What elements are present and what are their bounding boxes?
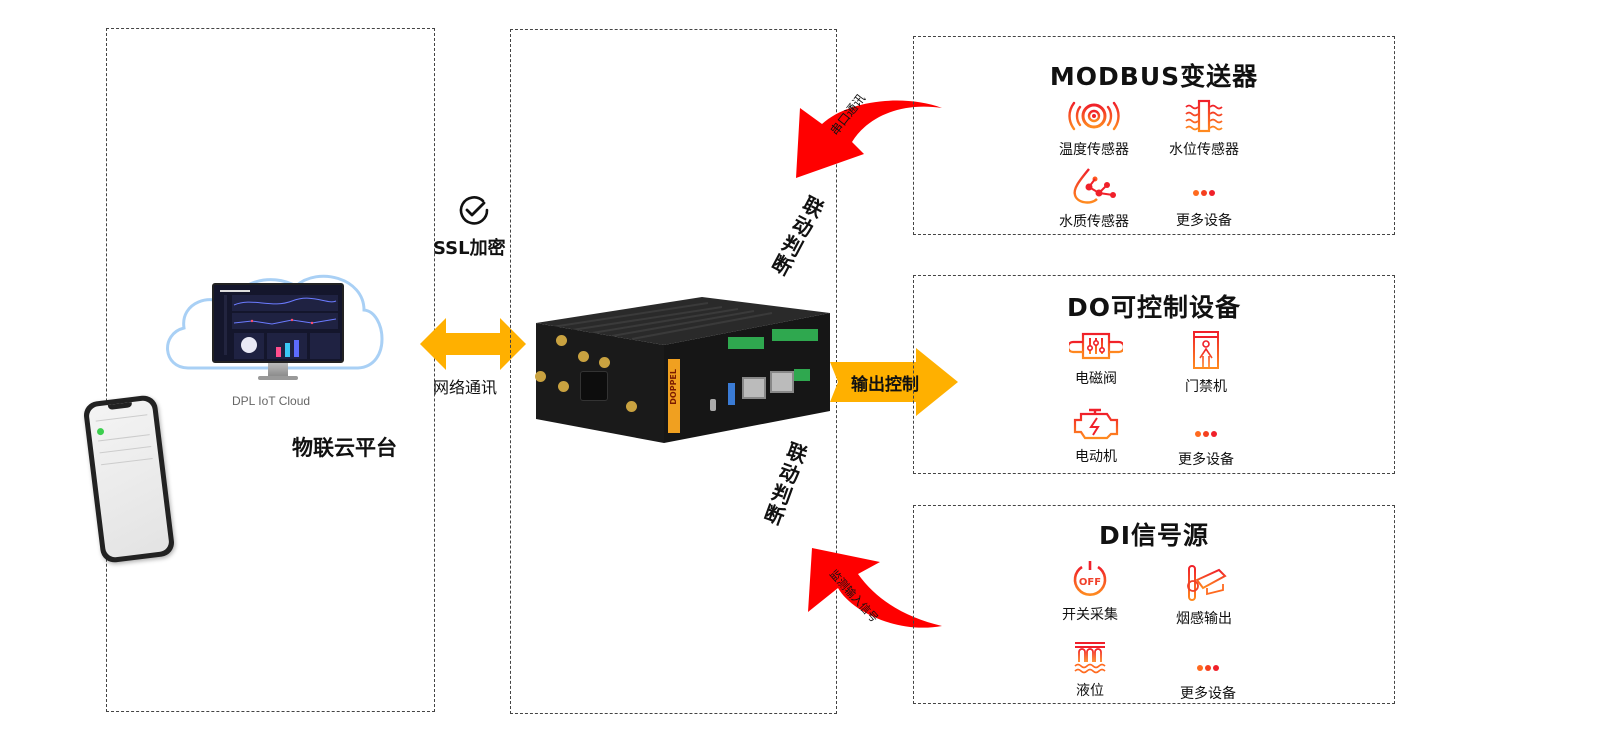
svg-text:OFF: OFF bbox=[1079, 577, 1101, 588]
dashboard-bar-1 bbox=[276, 347, 281, 357]
antenna-connector bbox=[599, 357, 610, 368]
device-item: 电动机 bbox=[1036, 408, 1156, 466]
cloud-platform-panel bbox=[106, 28, 435, 712]
device-label: 开关采集 bbox=[1062, 607, 1118, 623]
group-title: DO可控制设备 bbox=[1066, 293, 1241, 322]
motor-icon bbox=[1073, 408, 1119, 440]
device-item: 更多设备 bbox=[1144, 181, 1264, 230]
dashboard-line-chart-icon bbox=[232, 295, 338, 329]
usb-port bbox=[728, 383, 735, 405]
device-item: 温度传感器 bbox=[1034, 99, 1154, 159]
cloud-outline-icon bbox=[166, 274, 384, 370]
monitor-screen bbox=[212, 283, 344, 363]
device-label: 电磁阀 bbox=[1075, 371, 1117, 387]
gateway-device: DOPPEL bbox=[532, 293, 832, 445]
cloud-caption: DPL IoT Cloud bbox=[232, 394, 311, 408]
monitor-input-arrow bbox=[808, 548, 942, 628]
device-item: 烟感输出 bbox=[1144, 562, 1264, 628]
solenoid-valve-icon bbox=[1066, 332, 1126, 360]
device-item: 门禁机 bbox=[1146, 330, 1266, 396]
device-label: 更多设备 bbox=[1176, 213, 1232, 229]
di-signal-source-panel: DI信号源 OFF 开关采集 烟感输出 液位 更多设备 bbox=[913, 505, 1395, 704]
dashboard-donut-icon bbox=[241, 337, 257, 353]
platform-label: 物联云平台 bbox=[292, 436, 397, 460]
water-level-sensor-icon bbox=[1185, 99, 1223, 133]
device-item: 水位传感器 bbox=[1144, 99, 1264, 159]
device-label: 水质传感器 bbox=[1059, 214, 1129, 230]
output-control-label: 输出控制 bbox=[851, 375, 919, 395]
ssl-label: SSL加密 bbox=[433, 238, 506, 259]
group-title: DI信号源 bbox=[1098, 521, 1210, 550]
group-title: MODBUS变送器 bbox=[1049, 62, 1259, 91]
serial-comm-arrow bbox=[796, 100, 942, 178]
device-item: OFF 开关采集 bbox=[1030, 558, 1150, 624]
off-switch-icon: OFF bbox=[1073, 561, 1107, 596]
device-item: 更多设备 bbox=[1148, 656, 1268, 703]
device-label: 烟感输出 bbox=[1176, 611, 1232, 627]
do-controllable-panel: DO可控制设备 电磁阀 门禁机 电动机 更多设备 bbox=[913, 275, 1395, 474]
ethernet-port bbox=[742, 377, 766, 399]
cloud-dashboard-monitor bbox=[212, 283, 344, 385]
dashboard-bar-3 bbox=[294, 340, 299, 357]
brand-name: DOPPEL bbox=[669, 369, 678, 405]
sim-slot bbox=[580, 371, 608, 401]
smoke-sensor-icon bbox=[1187, 565, 1227, 601]
device-item: 更多设备 bbox=[1146, 422, 1266, 469]
dashboard-bar-2 bbox=[285, 343, 290, 357]
antenna-connector bbox=[556, 335, 567, 346]
ssl-check-icon bbox=[459, 196, 489, 225]
modbus-transmitter-panel: MODBUS变送器 温度传感器 水位传感器 水质传感器 更多设备 bbox=[913, 36, 1395, 235]
device-label: 门禁机 bbox=[1185, 379, 1227, 395]
phone-screen bbox=[87, 399, 171, 559]
phone-toggle-icon bbox=[96, 427, 105, 436]
device-label: 液位 bbox=[1076, 683, 1104, 699]
liquid-level-icon bbox=[1074, 642, 1106, 674]
terminal-block bbox=[772, 329, 818, 341]
antenna-connector bbox=[558, 381, 569, 392]
water-quality-sensor-icon bbox=[1073, 168, 1116, 204]
antenna-connector bbox=[535, 371, 546, 382]
device-item: 液位 bbox=[1030, 640, 1150, 700]
temperature-sensor-icon bbox=[1068, 101, 1120, 131]
bidirectional-network-arrow bbox=[420, 318, 526, 370]
device-label: 更多设备 bbox=[1180, 686, 1236, 702]
antenna-connector bbox=[578, 351, 589, 362]
device-item: 电磁阀 bbox=[1036, 332, 1156, 388]
device-item: 水质传感器 bbox=[1034, 167, 1154, 231]
antenna-connector bbox=[626, 401, 637, 412]
access-gate-icon bbox=[1193, 331, 1219, 369]
network-label: 网络通讯 bbox=[433, 378, 498, 397]
device-label: 水位传感器 bbox=[1169, 142, 1239, 158]
device-label: 电动机 bbox=[1075, 449, 1117, 465]
more-dots-icon bbox=[1192, 181, 1216, 200]
ethernet-port bbox=[770, 371, 794, 393]
device-label: 更多设备 bbox=[1178, 452, 1234, 468]
micro-usb-port bbox=[710, 399, 716, 411]
more-dots-icon bbox=[1194, 422, 1218, 441]
more-dots-icon bbox=[1196, 656, 1220, 675]
terminal-block bbox=[728, 337, 764, 349]
device-label: 温度传感器 bbox=[1059, 142, 1129, 158]
output-control-arrow bbox=[830, 348, 958, 416]
terminal-block bbox=[794, 369, 810, 381]
brand-strip: DOPPEL bbox=[668, 359, 680, 433]
